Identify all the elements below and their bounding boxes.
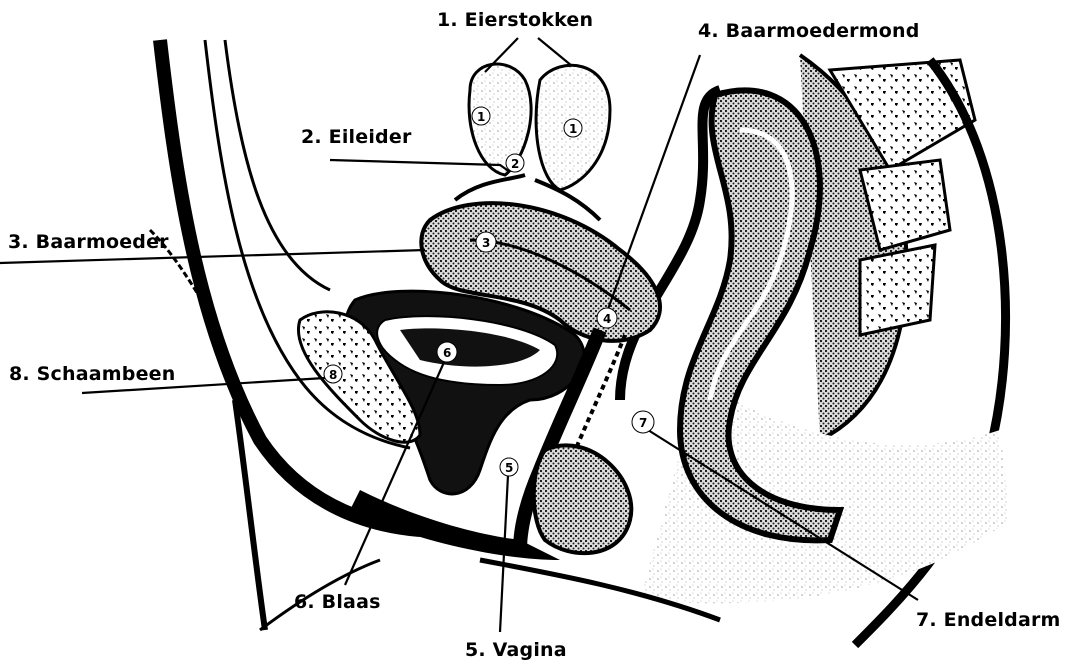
- svg-text:7: 7: [639, 416, 647, 430]
- marker-1b: 1: [564, 119, 582, 137]
- label-endeldarm: 7. Endeldarm: [916, 611, 1061, 630]
- ovaries-and-tubes: [455, 64, 610, 220]
- marker-2: 2: [506, 154, 524, 172]
- leader-eileider: [330, 160, 510, 172]
- leader-eierstokken-right: [538, 38, 572, 66]
- label-blaas: 6. Blaas: [294, 593, 381, 612]
- svg-text:1: 1: [477, 110, 485, 124]
- svg-text:8: 8: [329, 368, 337, 382]
- leader-baarmoedermond: [607, 55, 700, 312]
- svg-text:2: 2: [511, 157, 519, 171]
- label-schaambeen: 8. Schaambeen: [9, 365, 175, 384]
- svg-text:5: 5: [505, 461, 513, 475]
- label-baarmoeder: 3. Baarmoeder: [8, 233, 169, 252]
- marker-1a: 1: [472, 107, 490, 125]
- svg-text:6: 6: [443, 346, 451, 360]
- marker-6: 6: [437, 342, 457, 362]
- label-eierstokken: 1. Eierstokken: [437, 11, 593, 30]
- marker-7: 7: [632, 411, 654, 433]
- marker-5: 5: [500, 458, 518, 476]
- svg-text:1: 1: [569, 122, 577, 136]
- marker-4: 4: [597, 308, 617, 328]
- label-vagina: 5. Vagina: [465, 641, 567, 660]
- svg-text:3: 3: [482, 236, 490, 250]
- label-baarmoedermond: 4. Baarmoedermond: [698, 22, 920, 41]
- marker-8: 8: [324, 365, 342, 383]
- svg-text:4: 4: [603, 312, 611, 326]
- marker-3: 3: [476, 232, 496, 252]
- anal-sphincter: [534, 445, 632, 553]
- label-eileider: 2. Eileider: [301, 128, 412, 147]
